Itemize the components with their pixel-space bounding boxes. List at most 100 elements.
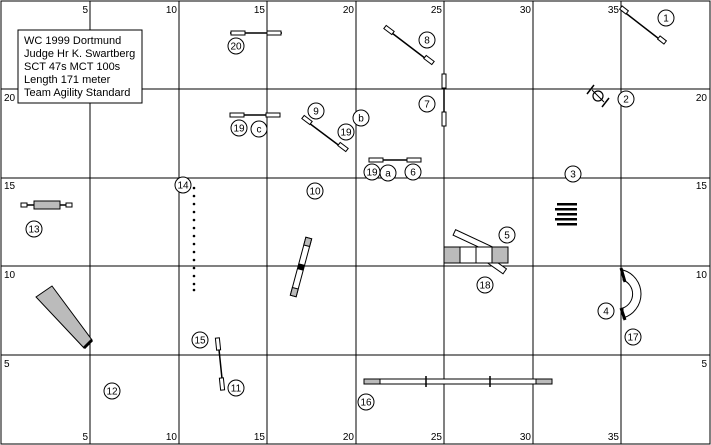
number-11: 11 <box>227 379 245 397</box>
number-4: 4 <box>597 302 615 320</box>
letter-c: c <box>250 120 268 138</box>
top-tick-labels: 5 10 15 20 25 30 35 <box>82 5 619 16</box>
right-tick-5: 5 <box>701 359 707 370</box>
svg-text:13: 13 <box>28 225 40 236</box>
svg-text:9: 9 <box>313 107 319 118</box>
bottom-tick-30: 30 <box>520 432 532 443</box>
svg-text:10: 10 <box>309 187 321 198</box>
letter-b: b <box>352 109 370 127</box>
info-judge: Judge Hr K. Swartberg <box>24 48 135 60</box>
svg-text:14: 14 <box>177 181 189 192</box>
number-8: 8 <box>418 31 436 49</box>
obstacle-8-jump <box>383 24 435 66</box>
number-12: 12 <box>103 382 121 400</box>
right-tick-20: 20 <box>696 93 708 104</box>
info-class: Team Agility Standard <box>24 87 130 99</box>
svg-text:a: a <box>385 169 391 180</box>
obstacle-14-weave <box>192 186 196 292</box>
letter-a: a <box>379 164 397 182</box>
svg-text:2: 2 <box>623 95 629 106</box>
svg-text:11: 11 <box>231 384 242 395</box>
svg-text:c: c <box>257 125 262 136</box>
svg-text:17: 17 <box>627 333 639 344</box>
top-tick-35: 35 <box>608 5 620 16</box>
svg-text:19: 19 <box>366 168 378 179</box>
number-15: 15 <box>191 331 209 349</box>
obstacle-1-jump <box>618 5 668 45</box>
left-tick-15: 15 <box>4 181 16 192</box>
left-tick-10: 10 <box>4 270 16 281</box>
svg-text:12: 12 <box>106 387 118 398</box>
number-2: 2 <box>617 90 635 108</box>
obstacle-10-seesaw <box>289 236 313 298</box>
obstacle-2-tyre <box>586 84 610 108</box>
top-tick-20: 20 <box>343 5 355 16</box>
svg-text:19: 19 <box>233 124 245 135</box>
right-tick-10: 10 <box>696 270 708 281</box>
obstacle-4-17-tunnel <box>619 267 642 321</box>
number-6: 6 <box>404 163 422 181</box>
obstacle-19c-jump <box>229 112 281 118</box>
obstacle-20-jump <box>230 30 282 36</box>
svg-text:16: 16 <box>360 398 372 409</box>
left-tick-labels: 20 15 10 5 <box>4 93 16 370</box>
bottom-tick-5: 5 <box>82 432 88 443</box>
top-tick-25: 25 <box>431 5 443 16</box>
number-10: 10 <box>306 182 324 200</box>
top-tick-5: 5 <box>82 5 88 16</box>
number-16: 16 <box>357 393 375 411</box>
number-19-left: 19 <box>230 119 248 137</box>
obstacle-16-dogwalk <box>363 376 553 387</box>
info-box-frame <box>17 29 143 104</box>
top-tick-10: 10 <box>166 5 178 16</box>
svg-text:3: 3 <box>570 170 576 181</box>
bottom-tick-10: 10 <box>166 432 178 443</box>
svg-text:7: 7 <box>424 100 430 111</box>
obstacle-9-jump <box>301 114 349 153</box>
info-event: WC 1999 Dortmund <box>24 35 121 47</box>
info-times: SCT 47s MCT 100s <box>24 61 121 73</box>
top-tick-15: 15 <box>254 5 266 16</box>
obstacle-12-chute <box>35 285 94 350</box>
number-13: 13 <box>25 220 43 238</box>
number-5: 5 <box>498 226 516 244</box>
obstacle-11-15-jump <box>214 337 226 391</box>
svg-text:6: 6 <box>410 168 416 179</box>
bottom-tick-15: 15 <box>254 432 266 443</box>
svg-text:5: 5 <box>504 231 510 242</box>
number-14: 14 <box>174 176 192 194</box>
top-tick-30: 30 <box>520 5 532 16</box>
bottom-tick-25: 25 <box>431 432 443 443</box>
right-tick-15: 15 <box>696 181 708 192</box>
obstacle-5-18-table <box>443 229 509 275</box>
svg-text:b: b <box>358 114 364 125</box>
bottom-tick-20: 20 <box>343 432 355 443</box>
svg-text:20: 20 <box>230 42 242 53</box>
number-17: 17 <box>624 328 642 346</box>
number-19-lower: 19 <box>363 163 381 181</box>
number-1: 1 <box>657 9 675 27</box>
left-tick-20: 20 <box>4 93 16 104</box>
bottom-tick-35: 35 <box>608 432 620 443</box>
course-info-box: WC 1999 Dortmund Judge Hr K. Swartberg S… <box>17 29 143 104</box>
svg-text:4: 4 <box>603 307 609 318</box>
svg-text:15: 15 <box>194 336 206 347</box>
svg-text:1: 1 <box>663 14 669 25</box>
obstacle-7-jump <box>441 73 447 127</box>
bottom-tick-labels: 5 10 15 20 25 30 35 <box>82 432 619 443</box>
number-9: 9 <box>307 102 325 120</box>
svg-text:18: 18 <box>479 281 491 292</box>
svg-text:8: 8 <box>424 36 430 47</box>
right-tick-labels: 20 15 10 5 <box>696 93 708 370</box>
info-length: Length 171 meter <box>24 74 111 86</box>
obstacle-13-jump <box>20 200 73 210</box>
number-18: 18 <box>476 276 494 294</box>
obstacle-6-jump <box>368 157 422 163</box>
left-tick-5: 5 <box>4 359 10 370</box>
number-20: 20 <box>227 37 245 55</box>
svg-text:19: 19 <box>340 128 352 139</box>
number-3: 3 <box>564 165 582 183</box>
obstacle-3-striped <box>555 203 577 226</box>
number-19-upper: 19 <box>337 123 355 141</box>
